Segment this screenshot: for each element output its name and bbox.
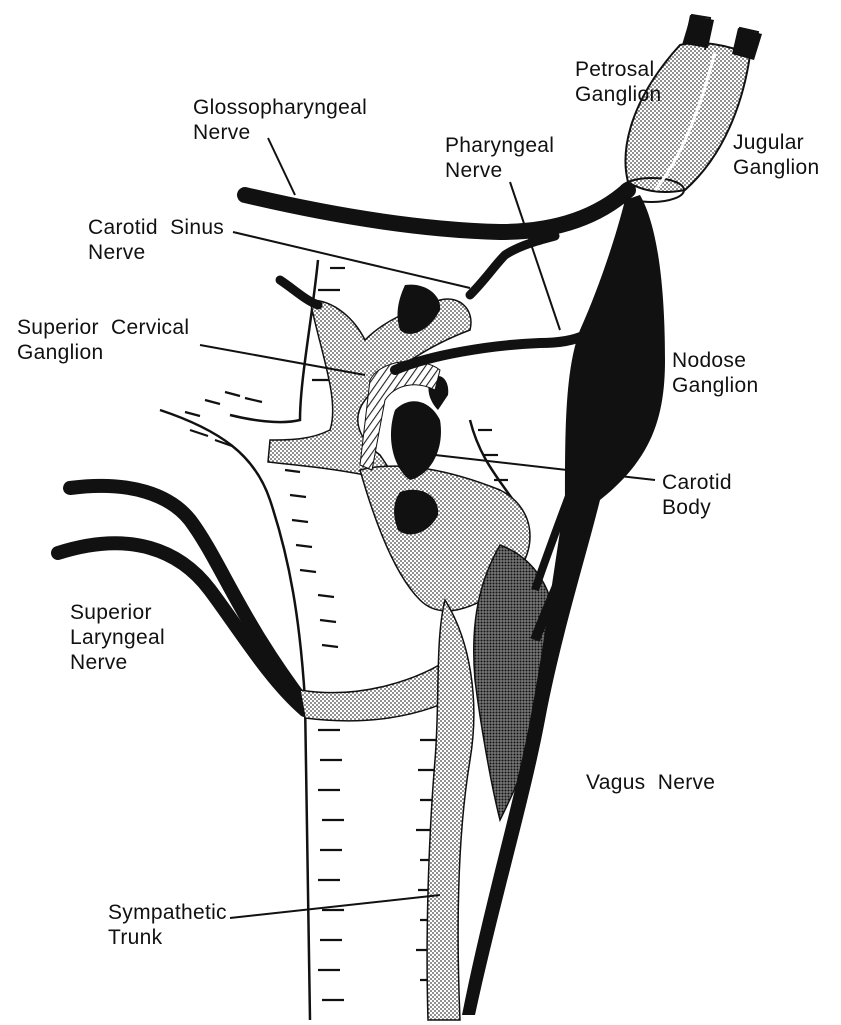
label-vagus-nerve: Vagus Nerve [586,770,715,795]
label-superior-cervical-ganglion: Superior Cervical Ganglion [17,315,189,365]
glossopharyngeal-nerve-shape [245,190,628,232]
sympathetic-trunk-shape [427,600,474,1020]
label-superior-laryngeal-nerve: Superior Laryngeal Nerve [70,600,165,675]
carotid-sinus-nerve-shape [470,236,555,295]
label-carotid-sinus-nerve: Carotid Sinus Nerve [88,215,224,265]
superior-laryngeal-nerve [58,486,305,710]
label-jugular-ganglion: Jugular Ganglion [733,130,819,180]
label-pharyngeal-nerve: Pharyngeal Nerve [445,133,554,183]
label-carotid-body: Carotid Body [662,470,732,520]
label-sympathetic-trunk: Sympathetic Trunk [108,900,227,950]
label-petrosal-ganglion: Petrosal Ganglion [575,57,661,107]
label-nodose-ganglion: Nodose Ganglion [672,348,758,398]
label-glossopharyngeal-nerve: Glossopharyngeal Nerve [193,95,367,145]
carotid-sinus-nerve-lower [280,280,318,305]
